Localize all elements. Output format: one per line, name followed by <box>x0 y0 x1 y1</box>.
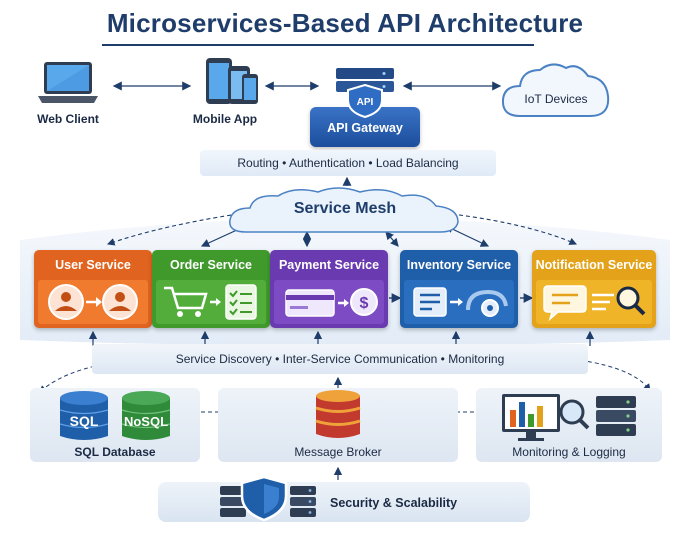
database-label: SQL Database <box>74 445 156 459</box>
user-service-title: User Service <box>55 258 131 272</box>
notification-service-title: Notification Service <box>535 258 653 272</box>
document-gear-icon <box>413 287 508 317</box>
order-service-body <box>156 280 266 324</box>
user-service-card: User Service <box>34 250 152 328</box>
inventory-service-card: Inventory Service <box>400 250 518 328</box>
nosql-label: NoSQL <box>124 414 168 429</box>
mobile-devices-icon <box>206 58 258 104</box>
sql-label: SQL <box>70 413 99 429</box>
shield-icon: API <box>347 84 383 118</box>
cart-checklist-icon <box>164 284 257 320</box>
gateway-features-band <box>200 150 496 176</box>
api-gateway-label: API Gateway <box>327 121 403 135</box>
order-service-card: Order Service <box>152 250 270 328</box>
api-shield-text: API <box>357 97 374 108</box>
inventory-service-title: Inventory Service <box>406 258 512 272</box>
diagram-title: Microservices-Based API Architecture <box>106 8 584 38</box>
dollar-icon: $ <box>360 295 369 312</box>
mobile-app-label: Mobile App <box>192 112 258 126</box>
security-shield-icon <box>220 475 316 522</box>
arrow-mesh-notification-b <box>451 213 578 245</box>
infrastructure-band <box>92 344 588 374</box>
message-search-icon <box>543 285 646 322</box>
monitoring-label: Monitoring & Logging <box>512 445 626 459</box>
web-client-label: Web Client <box>37 112 99 126</box>
notification-service-body <box>536 280 652 324</box>
payment-service-title: Payment Service <box>278 258 380 272</box>
database-panel <box>30 388 200 462</box>
infrastructure-features: Service Discovery • Inter-Service Commun… <box>175 352 505 366</box>
database-icon: SQL NoSQL <box>59 391 171 440</box>
arrow-mesh-user <box>106 213 239 246</box>
service-mesh-cloud <box>229 187 459 233</box>
monitoring-dashboard-icon <box>502 394 636 441</box>
arrow-mesh-inventory <box>385 231 399 247</box>
cloud-icon <box>501 63 610 117</box>
user-service-body <box>38 280 148 324</box>
payment-service-card: Payment Service $ <box>270 250 388 328</box>
laptop-icon <box>38 62 98 103</box>
iot-devices-label: IoT Devices <box>524 92 588 106</box>
security-label: Security & Scalability <box>330 496 458 510</box>
payment-service-body: $ <box>274 280 384 324</box>
service-mesh-label: Service Mesh <box>293 200 397 217</box>
message-broker-label: Message Broker <box>294 445 382 459</box>
gateway-features-text: Routing • Authentication • Load Balancin… <box>237 156 459 170</box>
notification-service-card: Notification Service <box>532 250 656 328</box>
title-underline <box>102 44 534 46</box>
credit-card-dollar-icon: $ <box>285 288 378 317</box>
message-broker-icon <box>315 390 361 438</box>
inventory-service-body <box>404 280 514 324</box>
users-transfer-icon <box>48 284 138 320</box>
order-service-title: Order Service <box>170 258 252 272</box>
